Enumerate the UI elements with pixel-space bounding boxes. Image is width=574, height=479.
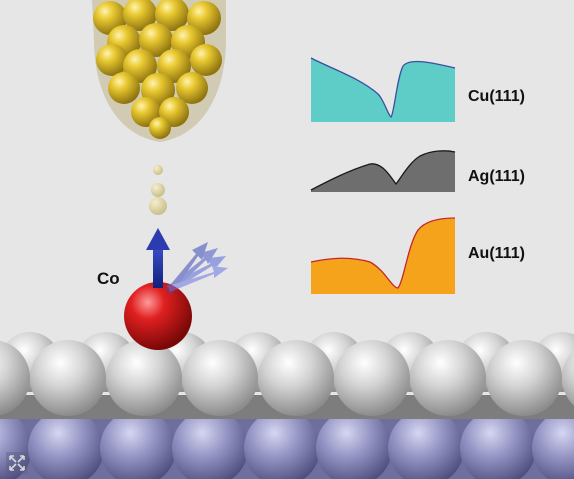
spectrum-ag111-area <box>311 150 455 192</box>
spectrum-cu111-label: Cu(111) <box>468 88 525 105</box>
spectrum-cu111-area <box>311 58 455 122</box>
spectrum-au111: Au(111) <box>310 217 525 294</box>
spectrum-au111-area <box>311 218 455 294</box>
spectrum-ag111-curve <box>310 150 456 191</box>
expand-icon[interactable] <box>6 452 28 474</box>
surface-atoms <box>0 340 574 416</box>
co-adatom <box>124 282 192 350</box>
spectrum-au111-curve <box>310 217 456 289</box>
subsurface-atoms <box>0 410 574 479</box>
spectrum-cu111: Cu(111) <box>310 57 525 122</box>
tip-atoms <box>93 0 222 139</box>
spin-precession-arrows <box>166 242 228 294</box>
spectrum-au111-label: Au(111) <box>468 245 525 262</box>
spectrum-ag111: Ag(111) <box>310 150 525 192</box>
tunneling-droplets <box>149 165 167 215</box>
spectrum-ag111-label: Ag(111) <box>468 168 525 185</box>
spectrum-cu111-curve <box>310 57 456 118</box>
spin-arrow-icon <box>146 228 170 288</box>
co-label: Co <box>97 269 120 288</box>
